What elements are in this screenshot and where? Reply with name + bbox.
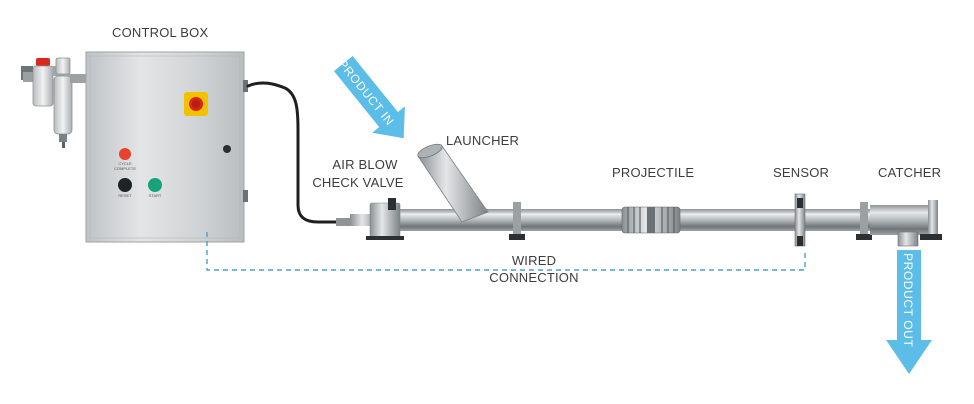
wired-label-line1: WIRED [511, 253, 557, 268]
pipe-clamp [509, 202, 525, 240]
pipe-clamp [856, 202, 872, 240]
emergency-stop-button [184, 92, 208, 116]
product-out-arrow: PRODUCT OUT [886, 250, 932, 374]
status-lamp-icon [223, 145, 231, 153]
control-box-label: CONTROL BOX [112, 25, 209, 40]
catcher [870, 200, 942, 247]
control-box: CYCLE COMPLETE RESET START [85, 51, 248, 243]
air-blow-label-line1: AIR BLOW [332, 157, 398, 172]
air-regulator-unit [21, 57, 86, 148]
product-out-label: PRODUCT OUT [901, 253, 915, 347]
projectile [621, 206, 681, 234]
wired-label-line2: CONNECTION [489, 270, 579, 285]
cycle-complete-label-1: CYCLE [118, 161, 132, 166]
air-blow-label-line2: CHECK VALVE [312, 175, 404, 190]
launcher-funnel [417, 143, 489, 223]
start-button: START [148, 178, 162, 198]
cycle-complete-lamp: CYCLE COMPLETE [114, 148, 136, 171]
product-in-label: PRODUCT IN [335, 57, 397, 128]
reset-button: RESET [118, 178, 132, 198]
cycle-complete-label-2: COMPLETE [114, 166, 136, 171]
wired-connection-line [206, 232, 806, 271]
sensor-label: SENSOR [773, 165, 830, 180]
sensor [794, 193, 806, 247]
pneumatic-cable [246, 81, 342, 224]
reset-label: RESET [118, 193, 132, 198]
air-blow-check-valve [350, 198, 404, 240]
catcher-label: CATCHER [878, 165, 942, 180]
product-in-arrow: PRODUCT IN [333, 56, 405, 139]
projectile-label: PROJECTILE [612, 165, 695, 180]
launcher-label: LAUNCHER [446, 133, 520, 148]
start-label: START [149, 193, 162, 198]
